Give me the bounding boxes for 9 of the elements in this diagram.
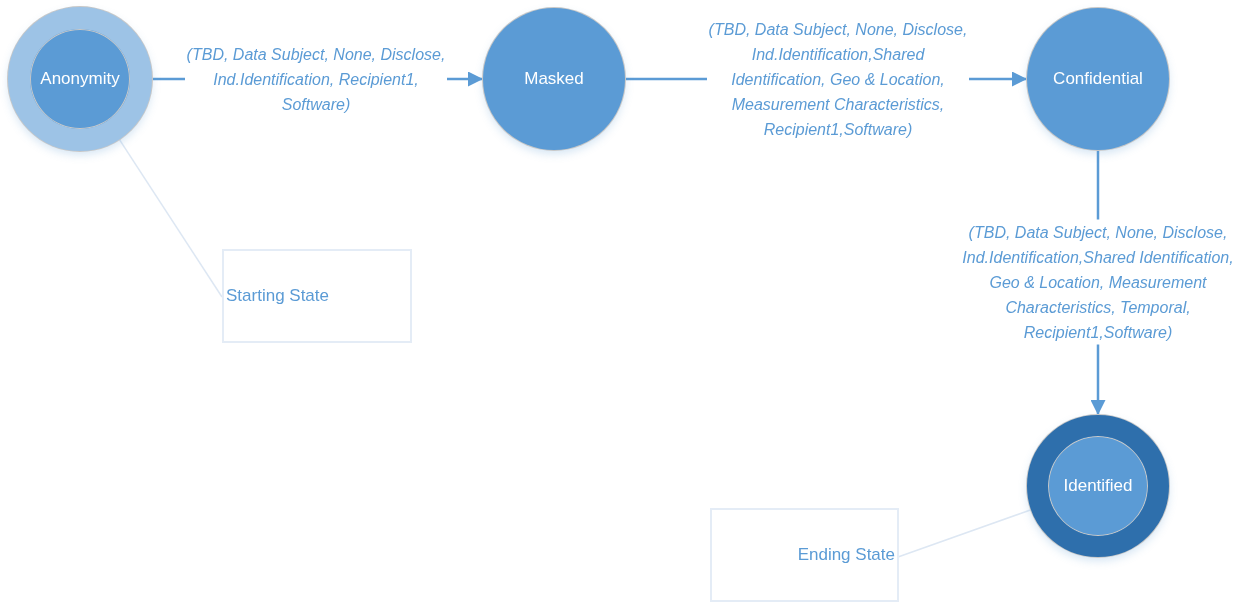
note-text: Ending State (797, 545, 895, 565)
state-label: Anonymity (40, 69, 120, 89)
note-box (710, 508, 899, 602)
state-label: Identified (1063, 476, 1133, 496)
note-box (222, 249, 412, 343)
leader-line (118, 138, 223, 298)
note-text: Starting State (226, 286, 329, 306)
state-label: Confidential (1053, 69, 1143, 89)
state-label: Masked (524, 69, 584, 89)
